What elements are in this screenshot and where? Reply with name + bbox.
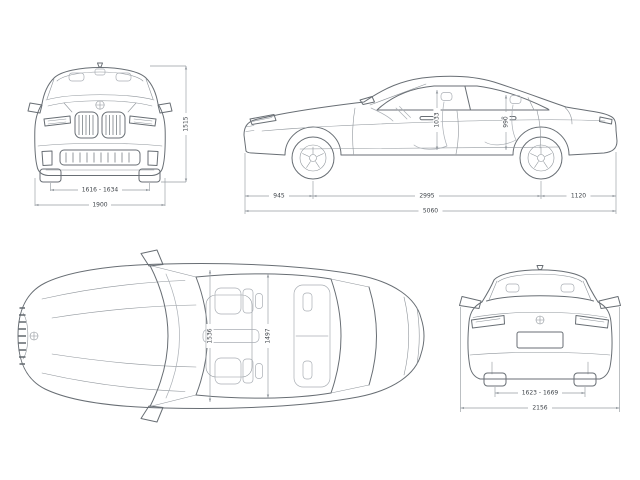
headlight-left [43, 115, 71, 127]
top-view: 1536 1497 [17, 249, 425, 423]
headlight-right [129, 115, 157, 127]
kidney-grille-left [74, 111, 99, 139]
taillight-left [471, 315, 505, 329]
side-mirror [359, 96, 375, 105]
front-height-label: 1515 [183, 116, 190, 131]
headrest-left [505, 283, 520, 293]
overall-length-label: 5060 [423, 208, 438, 215]
side-headlight [249, 114, 277, 125]
side-taillight [599, 116, 613, 125]
front-wheel-left [39, 168, 62, 183]
front-dimensions: 1616 - 1634 1900 1515 [34, 65, 190, 209]
license-plate [516, 331, 564, 349]
rear-track-label: 1623 - 1669 [522, 390, 559, 397]
mirror-right [157, 102, 173, 114]
headrest-left [68, 72, 85, 82]
side-view: 1033 990 945 2995 1120 5060 [243, 75, 618, 215]
front-headroom-label: 1033 [434, 112, 441, 127]
rear-wheel-right [573, 372, 597, 387]
side-interior [370, 92, 522, 150]
rear-window [497, 273, 583, 283]
front-overhang-label: 945 [273, 193, 285, 200]
mirror-left [459, 296, 482, 309]
front-interior-width-label: 1536 [207, 328, 214, 343]
rear-headroom-label: 990 [503, 116, 510, 128]
kidney-grille-right [101, 111, 126, 139]
sunroof [205, 294, 253, 378]
side-rear-wheel [519, 136, 563, 180]
front-wheel-right [138, 168, 161, 183]
rearview-mirror [94, 68, 106, 76]
rear-window [368, 286, 377, 386]
headrest-right [560, 283, 575, 293]
side-car-drawing [243, 75, 618, 180]
side-dimensions: 1033 990 945 2995 1120 5060 [244, 89, 617, 215]
windshield [56, 71, 144, 82]
b-pillar [464, 86, 471, 111]
headrest-right [115, 72, 132, 82]
top-body-outline [17, 263, 425, 409]
top-interior [165, 273, 331, 399]
rear-view: 1623 - 1669 2156 [459, 265, 621, 412]
front-view: 1616 - 1634 1900 1515 [27, 62, 190, 209]
rear-overhang-label: 1120 [571, 193, 586, 200]
mirror-left [27, 102, 43, 114]
top-car-drawing [17, 249, 425, 423]
mirror-right [598, 296, 621, 309]
side-front-wheel [291, 136, 335, 180]
taillight-right [575, 315, 609, 329]
front-air-intake [59, 149, 141, 166]
rear-wheel-left [483, 372, 507, 387]
front-track-label: 1616 - 1634 [82, 187, 119, 194]
top-dimensions: 1536 1497 [206, 269, 272, 403]
wheelbase-label: 2995 [419, 193, 434, 200]
top-grille [18, 307, 26, 365]
windshield-base [149, 265, 169, 407]
side-glass [376, 85, 550, 111]
rear-interior-width-label: 1497 [265, 328, 272, 343]
front-car-drawing [27, 62, 173, 183]
antenna-fin [97, 62, 103, 68]
front-width-label: 1900 [92, 202, 107, 209]
mirror-right [140, 405, 164, 423]
mirror-left [140, 249, 164, 267]
antenna-fin [536, 265, 544, 270]
door-handle-front [419, 116, 435, 121]
rear-dimensions: 1623 - 1669 2156 [460, 307, 620, 412]
side-body-outline [243, 75, 618, 156]
rear-car-drawing [459, 265, 621, 387]
rear-width-mirrors-label: 2156 [532, 405, 547, 412]
front-body-outline [34, 67, 166, 176]
rear-body-outline [467, 269, 613, 380]
